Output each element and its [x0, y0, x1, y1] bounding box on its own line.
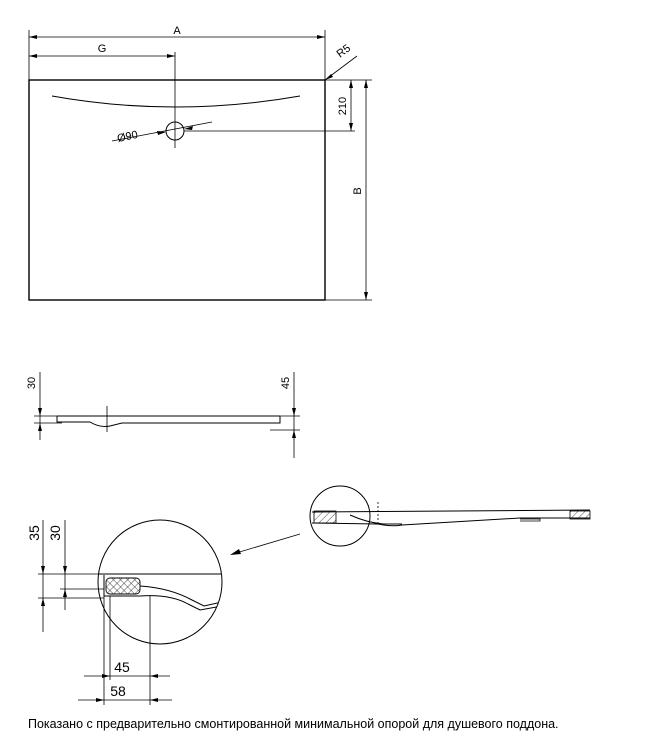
tray-outline: [28, 79, 326, 301]
section-view: [309, 485, 591, 547]
dim-30-side-label: 30: [26, 377, 38, 389]
caption: Показано с предварительно смонтированной…: [28, 717, 559, 731]
technical-drawing: A G R5 210 B Ø90: [26, 25, 591, 705]
dim-g-label: G: [98, 43, 107, 55]
support-left: [313, 510, 337, 524]
top-view: A G R5 210 B Ø90: [28, 25, 372, 301]
dim-30-detail-label: 30: [47, 525, 63, 541]
dim-drain-leader: [111, 121, 213, 142]
dim-210-label: 210: [337, 97, 349, 115]
dim-35-label: 35: [26, 525, 42, 541]
side-profile: [56, 416, 281, 427]
dim-a-label: A: [173, 25, 181, 37]
dim-drain-label: Ø90: [116, 129, 139, 145]
dim-45-detail-label: 45: [114, 659, 130, 675]
dim-b-label: B: [352, 187, 364, 194]
detail-leader: [235, 533, 301, 554]
dim-r-label: R5: [335, 42, 353, 60]
slope-curve: [51, 95, 301, 108]
support-right: [569, 510, 591, 520]
detail-marker-circle: [309, 485, 371, 547]
side-view: 30 45: [26, 372, 300, 458]
dim-45-side-label: 45: [280, 377, 292, 389]
dim-58-label: 58: [110, 683, 126, 699]
detail-circle: [97, 519, 223, 645]
detail-view: 35 30 45 58: [26, 519, 223, 705]
